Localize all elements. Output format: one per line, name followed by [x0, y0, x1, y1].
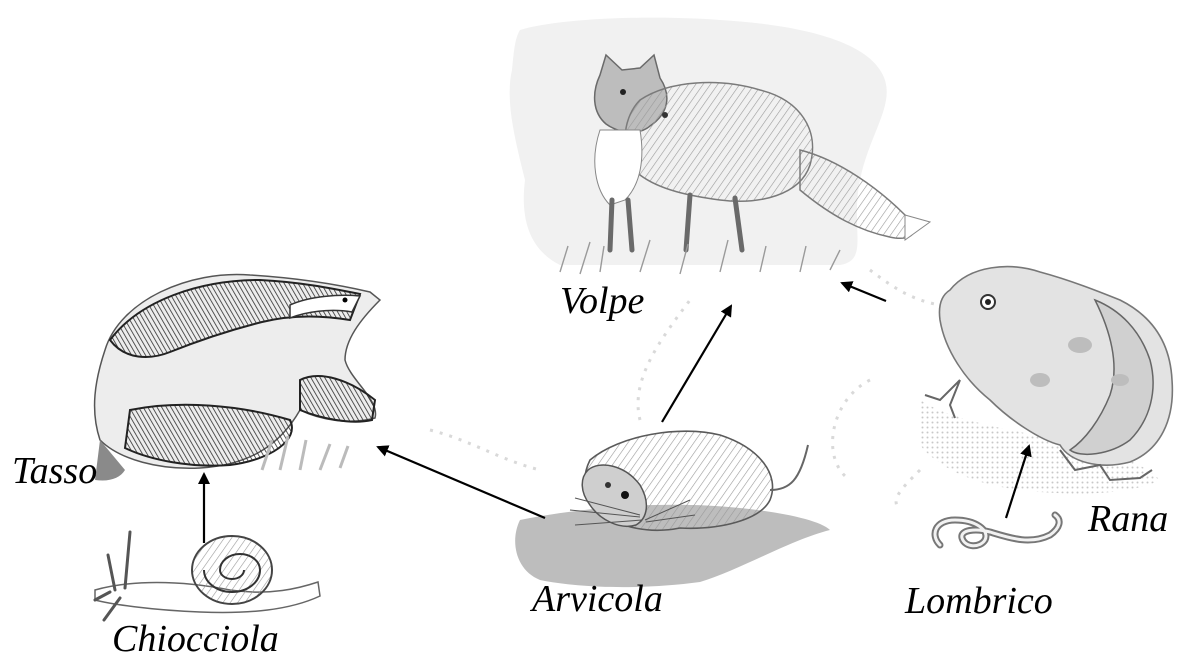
- label-lombrico: Lombrico: [905, 582, 1053, 620]
- label-tasso: Tasso: [12, 452, 97, 490]
- badger-illustration: [95, 274, 380, 480]
- vole-illustration: [515, 431, 830, 587]
- earthworm-illustration: [935, 515, 1059, 546]
- label-chiocciola: Chiocciola: [112, 620, 279, 658]
- arrow-arvicola-to-volpe: [662, 306, 731, 422]
- label-rana: Rana: [1088, 500, 1168, 538]
- label-volpe: Volpe: [560, 282, 644, 320]
- frog-illustration: [920, 267, 1172, 494]
- arrow-arvicola-to-tasso: [378, 447, 545, 518]
- label-arvicola: Arvicola: [532, 580, 663, 618]
- fox-illustration: [510, 18, 930, 274]
- arrow-rana-to-volpe: [842, 283, 886, 301]
- snail-illustration: [95, 532, 320, 620]
